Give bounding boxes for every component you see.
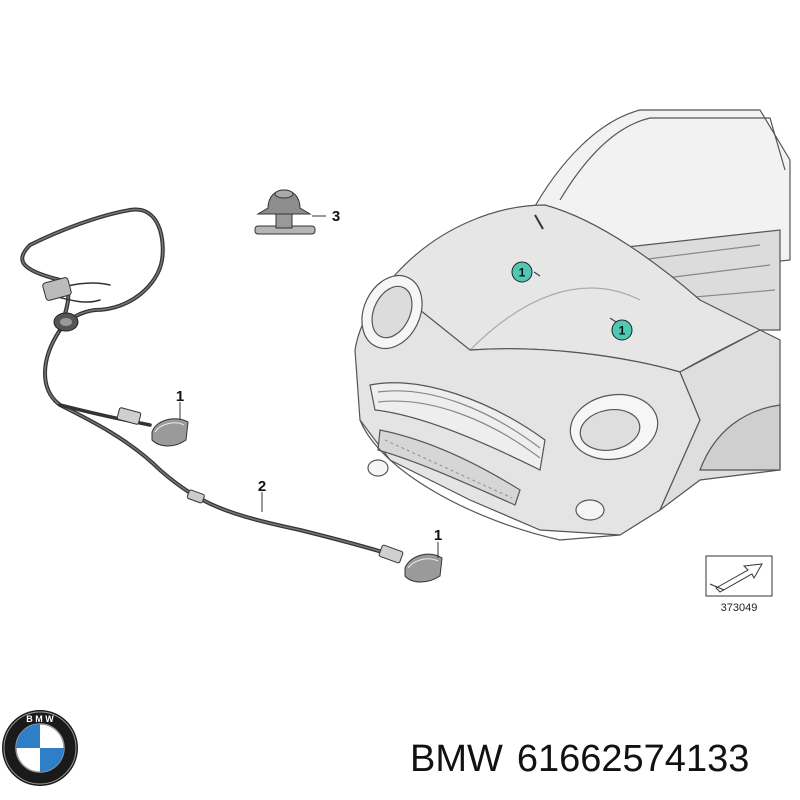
footer-brand-line: BMW 61662574133 xyxy=(410,738,763,781)
car-front-illustration xyxy=(354,109,791,541)
hose-grommet xyxy=(53,312,79,332)
washer-hose xyxy=(20,207,394,557)
washer-nozzle-upper xyxy=(116,407,189,447)
hood-badge-upper-label: 1 xyxy=(519,266,526,280)
callout-nozzle-upper: 1 xyxy=(176,388,184,405)
hood-badge-lower: 1 xyxy=(611,319,633,341)
hood-badge-upper: 1 xyxy=(511,261,533,283)
part-number: 61662574133 xyxy=(516,738,750,780)
hood-badge-lower-label: 1 xyxy=(619,324,626,338)
hose-connector xyxy=(42,277,72,301)
callout-nozzle-lower: 1 xyxy=(434,527,442,544)
bmw-logo-icon: B M W xyxy=(2,710,78,786)
callout-clip: 3 xyxy=(332,208,340,225)
hose-clip xyxy=(254,189,316,235)
brand-name: BMW xyxy=(410,738,503,780)
hose-joint xyxy=(186,489,205,504)
callout-hose: 2 xyxy=(258,478,266,495)
washer-nozzle-lower xyxy=(378,544,443,583)
reference-arrow-icon xyxy=(705,555,773,597)
reference-number: 373049 xyxy=(721,602,758,614)
svg-text:B M W: B M W xyxy=(26,714,54,724)
